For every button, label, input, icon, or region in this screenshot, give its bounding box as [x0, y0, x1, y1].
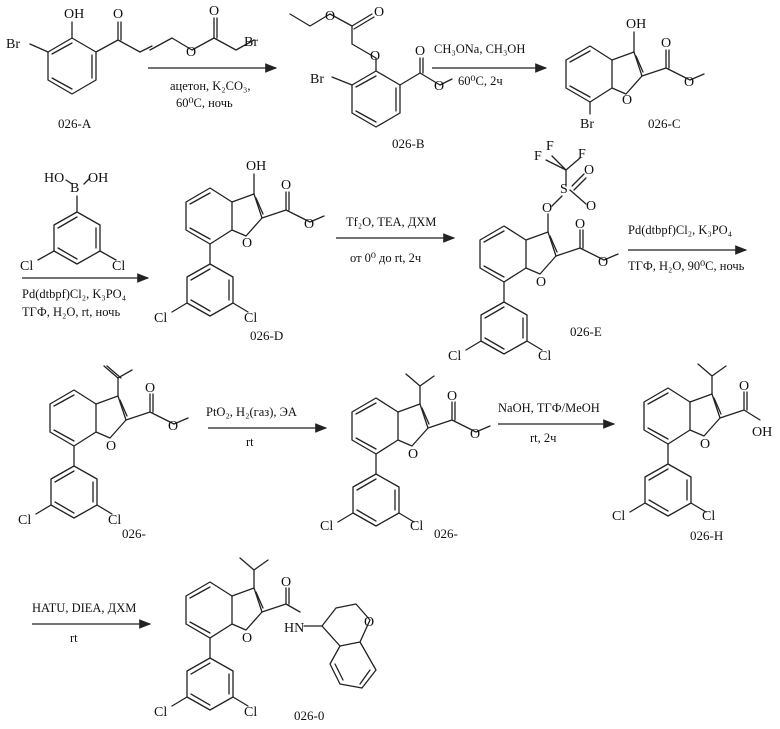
atom-cl: Cl: [154, 311, 167, 326]
atom-o: O: [700, 437, 710, 452]
atom-cl: Cl: [244, 705, 257, 720]
atom-o: O: [470, 427, 480, 442]
atom-oh: OH: [626, 17, 646, 32]
compound-026-e: O S O O F F F O O O Cl Cl 026-E: [448, 139, 618, 364]
atom-cl: Cl: [612, 509, 625, 524]
atom-o: O: [304, 217, 314, 232]
atom-cl: Cl: [538, 349, 551, 364]
atom-o: O: [281, 575, 291, 590]
atom-o: O: [374, 5, 384, 20]
atom-o: O: [242, 236, 252, 251]
conditions-step2-line2: 60⁰C, 2ч: [458, 74, 503, 88]
atom-f: F: [546, 139, 554, 154]
atom-o: O: [684, 75, 694, 90]
atom-br: Br: [580, 117, 594, 132]
atom-o: O: [586, 199, 596, 214]
atom-br: Br: [6, 37, 20, 52]
compound-026-f: O O O Cl Cl 026-: [18, 366, 188, 541]
atom-oh: OH: [752, 425, 772, 440]
atom-o: O: [145, 381, 155, 396]
conditions-step1-line1: ацетон, K₂CO₃,: [170, 79, 251, 93]
compound-label-g: 026-: [434, 526, 458, 541]
compound-026-h: O O OH Cl Cl 026-H: [612, 364, 772, 543]
atom-o: O: [281, 178, 291, 193]
atom-oh: OH: [88, 171, 108, 186]
conditions-step8-line1: HATU, DIEA, ДХМ: [32, 601, 136, 615]
atom-cl: Cl: [154, 705, 167, 720]
atom-o: O: [661, 36, 671, 51]
reagent-dichlorophenylboronic-acid: HO B OH Cl Cl: [20, 171, 125, 274]
atom-oh: OH: [64, 7, 84, 22]
compound-026-d: OH O O O Cl Cl 026-D: [154, 159, 324, 343]
compound-label-final: 026-0: [294, 708, 324, 723]
conditions-step7-line2: rt, 2ч: [530, 431, 556, 445]
compound-label-c: 026-C: [648, 116, 681, 131]
compound-026-g: O O O Cl Cl 026-: [320, 374, 490, 541]
compound-026-c: OH O O O Br 026-C: [566, 17, 704, 132]
atom-f: F: [578, 147, 586, 162]
atom-f: F: [534, 149, 542, 164]
atom-o: O: [186, 45, 196, 60]
atom-cl: Cl: [20, 259, 33, 274]
conditions-step5-line2: ТГФ, H₂O, 90⁰C, ночь: [628, 259, 745, 273]
atom-o: O: [575, 217, 585, 232]
atom-cl: Cl: [108, 513, 121, 528]
compound-026-b: O O O Br O O 026-B: [290, 5, 452, 151]
atom-o: O: [408, 447, 418, 462]
atom-o: O: [542, 201, 552, 216]
atom-o: O: [447, 389, 457, 404]
atom-o: O: [598, 255, 608, 270]
atom-cl: Cl: [112, 259, 125, 274]
atom-o: O: [168, 419, 178, 434]
atom-o: O: [209, 4, 219, 19]
compound-label-b: 026-B: [392, 136, 425, 151]
atom-cl: Cl: [410, 519, 423, 534]
atom-br: Br: [244, 35, 258, 50]
atom-oh: OH: [246, 159, 266, 174]
atom-br: Br: [310, 72, 324, 87]
atom-o: O: [370, 49, 380, 64]
conditions-step2-line1: CH₃ONa, CH₃OH: [434, 42, 525, 56]
atom-o: O: [113, 7, 123, 22]
atom-o: O: [325, 9, 335, 24]
compound-label-a: 026-A: [58, 116, 92, 131]
atom-hn: HN: [284, 621, 304, 636]
atom-o: O: [536, 275, 546, 290]
conditions-step6-line2: rt: [246, 435, 254, 449]
atom-cl: Cl: [18, 513, 31, 528]
atom-o: O: [739, 379, 749, 394]
atom-o: O: [584, 163, 594, 178]
atom-ho: HO: [44, 171, 64, 186]
conditions-step4-line2: от 0⁰ до rt, 2ч: [350, 251, 421, 265]
atom-s: S: [560, 182, 568, 197]
conditions-step7-line1: NaOH, ТГФ/MeOH: [498, 401, 600, 415]
conditions-step6-line1: PtO₂, H₂(газ), ЭА: [206, 405, 297, 419]
atom-o: O: [622, 93, 632, 108]
atom-o: O: [242, 631, 252, 646]
conditions-step4-line1: Tf₂O, TEA, ДХМ: [346, 215, 436, 229]
atom-cl: Cl: [448, 349, 461, 364]
atom-cl: Cl: [702, 509, 715, 524]
compound-label-d: 026-D: [250, 328, 283, 343]
atom-o: O: [364, 615, 374, 630]
atom-cl: Cl: [244, 311, 257, 326]
atom-cl: Cl: [320, 519, 333, 534]
compound-label-e: 026-E: [570, 324, 602, 339]
compound-026-a: OH Br O 026-A: [6, 7, 152, 131]
conditions-step8-line2: rt: [70, 631, 78, 645]
conditions-step5-line1: Pd(dtbpf)Cl₂, K₃PO₄: [628, 223, 732, 237]
compound-label-f: 026-: [122, 526, 146, 541]
conditions-step3-line1: Pd(dtbpf)Cl₂, K₃PO₄: [22, 287, 126, 301]
conditions-step1-line2: 60⁰C, ночь: [176, 96, 233, 110]
atom-o: O: [106, 439, 116, 454]
reagent-ethyl-bromoacetate: O O Br: [150, 4, 258, 60]
compound-026-0: O O HN O Cl Cl 026-0: [154, 558, 376, 723]
compound-label-h: 026-H: [690, 528, 723, 543]
conditions-step3-line2: ТГФ, H₂O, rt, ночь: [22, 305, 120, 319]
atom-o: O: [415, 44, 425, 59]
atom-o: O: [434, 79, 444, 94]
